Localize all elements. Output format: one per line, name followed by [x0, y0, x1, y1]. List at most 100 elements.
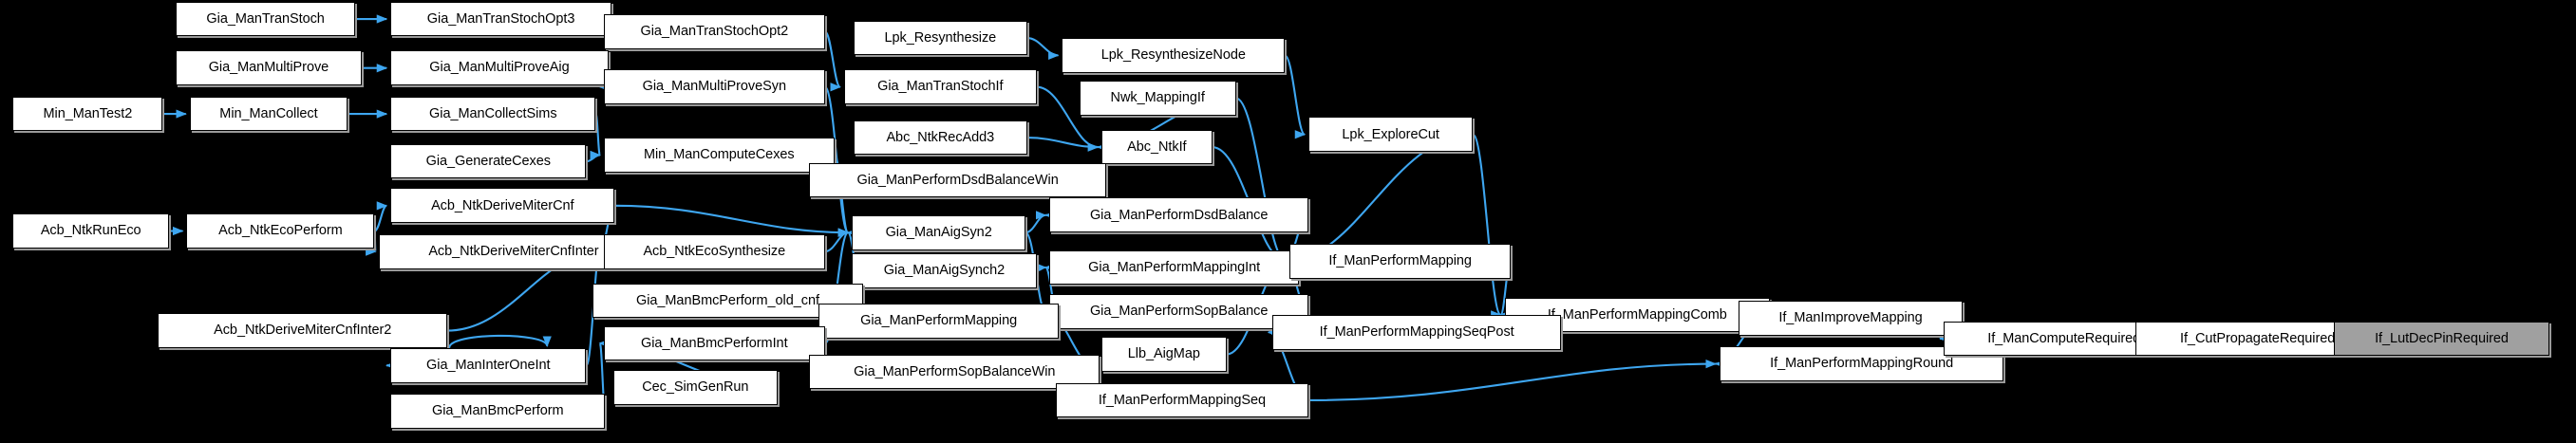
graph-node[interactable]: Gia_ManPerformMapping: [818, 304, 1060, 339]
graph-edge: [824, 228, 850, 253]
graph-node[interactable]: Gia_ManBmcPerformInt: [603, 325, 825, 361]
graph-node-label: Min_ManComputeCexes: [643, 147, 795, 163]
graph-node-label: Gia_ManMultiProveSyn: [642, 79, 786, 95]
graph-edge: [1308, 359, 1718, 402]
graph-node[interactable]: Gia_ManTranStoch: [175, 1, 356, 37]
graph-edge: [586, 150, 601, 163]
graph-node[interactable]: Llb_AigMap: [1101, 337, 1227, 372]
graph-node-label: If_ManComputeRequired: [1987, 330, 2141, 346]
graph-node[interactable]: Gia_GenerateCexes: [390, 143, 587, 179]
graph-node[interactable]: Gia_ManPerformSopBalance: [1049, 294, 1309, 329]
graph-node-label: Abc_NtkIf: [1127, 138, 1187, 155]
graph-node-label: If_LutDecPinRequired: [2375, 330, 2509, 346]
graph-node-label: Gia_ManBmcPerform_old_cnf: [635, 292, 819, 308]
graph-node[interactable]: Acb_NtkRunEco: [12, 213, 170, 249]
graph-node-label: If_ManImproveMapping: [1778, 309, 1923, 325]
graph-edge: [373, 201, 388, 232]
graph-node-label: Lpk_ExploreCut: [1342, 126, 1439, 142]
graph-node-label: Lpk_Resynthesize: [884, 29, 997, 46]
graph-node[interactable]: If_LutDecPinRequired: [2334, 321, 2549, 357]
graph-node-label: Gia_ManPerformMapping: [860, 313, 1018, 329]
graph-node[interactable]: Gia_ManBmcPerform_old_cnf: [592, 283, 863, 319]
graph-edge: [1026, 137, 1100, 152]
graph-node-label: Acb_NtkEcoPerform: [218, 223, 343, 239]
graph-node[interactable]: Acb_NtkDeriveMiterCnf: [390, 188, 615, 224]
graph-node-label: Gia_GenerateCexes: [425, 153, 551, 169]
graph-node[interactable]: Abc_NtkRecAdd3: [853, 120, 1027, 156]
graph-edge: [1035, 263, 1047, 272]
graph-node[interactable]: Gia_ManPerformMappingInt: [1049, 249, 1300, 286]
graph-node[interactable]: Gia_ManAigSynch2: [852, 252, 1037, 288]
graph-node-label: If_CutPropagateRequired: [2179, 330, 2336, 346]
graph-edge: [614, 204, 850, 237]
graph-node[interactable]: Gia_ManInterOneInt: [390, 347, 587, 383]
graph-node-label: If_ManPerformMappingSeq: [1098, 392, 1267, 408]
graph-node-label: Gia_ManPerformSopBalance: [1089, 304, 1269, 320]
graph-node[interactable]: Gia_ManPerformDsdBalanceWin: [809, 162, 1107, 198]
graph-node-label: Gia_ManPerformDsdBalance: [1089, 207, 1269, 223]
graph-node-label: Gia_ManTranStoch: [206, 10, 325, 27]
graph-edge: [1472, 133, 1502, 320]
graph-node[interactable]: Gia_ManTranStochOpt2: [603, 14, 825, 49]
graph-node[interactable]: Lpk_ResynthesizeNode: [1062, 38, 1286, 73]
graph-node[interactable]: Gia_ManBmcPerform: [390, 394, 606, 429]
graph-node[interactable]: Gia_ManTranStochOpt3: [390, 1, 612, 37]
graph-node-label: Gia_ManInterOneInt: [426, 358, 551, 374]
graph-node[interactable]: Acb_NtkDeriveMiterCnfInter2: [158, 313, 448, 348]
graph-node[interactable]: Abc_NtkIf: [1101, 129, 1213, 165]
graph-edge: [365, 230, 377, 256]
graph-node[interactable]: Lpk_Resynthesize: [853, 20, 1027, 56]
graph-node-label: Lpk_ResynthesizeNode: [1100, 47, 1246, 64]
graph-node[interactable]: If_ManImproveMapping: [1738, 300, 1964, 336]
graph-node-label: If_ManPerformMapping: [1328, 252, 1472, 268]
graph-node[interactable]: Min_ManCollect: [189, 96, 348, 132]
graph-node-label: Gia_ManAigSynch2: [883, 262, 1006, 278]
graph-node-label: Acb_NtkDeriveMiterCnfInter2: [214, 323, 392, 339]
graph-node-label: If_ManPerformMappingRound: [1770, 356, 1954, 372]
graph-node[interactable]: Min_ManTest2: [12, 96, 163, 132]
graph-node-label: Acb_NtkDeriveMiterCnfInter: [428, 243, 599, 259]
graph-node-label: Acb_NtkEcoSynthesize: [643, 243, 786, 259]
graph-node-label: Gia_ManPerformDsdBalanceWin: [856, 172, 1059, 188]
graph-node[interactable]: Gia_ManCollectSims: [390, 96, 596, 132]
graph-node[interactable]: Cec_SimGenRun: [612, 370, 778, 405]
graph-edge: [1284, 54, 1307, 139]
graph-node-label: Gia_ManCollectSims: [429, 105, 557, 121]
graph-node-label: Acb_NtkDeriveMiterCnf: [431, 197, 574, 213]
graph-node-label: Gia_ManAigSyn2: [885, 224, 992, 240]
graph-node[interactable]: Gia_ManMultiProveAig: [390, 50, 609, 86]
graph-edge: [590, 113, 601, 159]
graph-node[interactable]: Acb_NtkEcoPerform: [186, 213, 375, 249]
graph-node[interactable]: Gia_ManTranStochIf: [843, 69, 1037, 105]
graph-node[interactable]: Gia_ManAigSyn2: [852, 214, 1026, 250]
graph-node[interactable]: If_ManPerformMapping: [1289, 243, 1512, 279]
graph-node-label: Gia_ManMultiProveAig: [429, 60, 570, 76]
graph-node[interactable]: Acb_NtkDeriveMiterCnfInter: [379, 233, 649, 269]
graph-node-label: Min_ManTest2: [43, 105, 133, 121]
graph-node-label: Gia_ManTranStochOpt3: [426, 10, 575, 27]
graph-node[interactable]: Gia_ManMultiProve: [175, 50, 363, 86]
graph-node-label: Gia_ManMultiProve: [208, 60, 329, 76]
graph-edge: [1026, 36, 1060, 60]
graph-edge: [823, 30, 841, 92]
graph-node-label: Nwk_MappingIf: [1110, 90, 1205, 106]
graph-node[interactable]: Gia_ManPerformSopBalanceWin: [809, 354, 1100, 390]
graph-edge: [1285, 133, 1474, 266]
graph-node-label: Llb_AigMap: [1127, 346, 1200, 362]
graph-node[interactable]: Nwk_MappingIf: [1079, 81, 1236, 116]
graph-node-label: Acb_NtkRunEco: [40, 223, 141, 239]
graph-node[interactable]: Lpk_ExploreCut: [1308, 117, 1474, 153]
graph-edge: [1025, 211, 1047, 234]
graph-node[interactable]: Acb_NtkEcoSynthesize: [603, 233, 825, 269]
graph-node[interactable]: Gia_ManMultiProveSyn: [603, 69, 825, 105]
graph-node-label: Abc_NtkRecAdd3: [886, 129, 995, 145]
graph-node[interactable]: If_ManPerformMappingSeqPost: [1271, 314, 1562, 350]
graph-edge: [447, 334, 552, 349]
graph-node[interactable]: Min_ManComputeCexes: [603, 138, 835, 173]
graph-node[interactable]: If_ManPerformMappingSeq: [1055, 382, 1309, 418]
graph-node-label: If_ManPerformMappingSeqPost: [1319, 323, 1514, 340]
graph-node-label: Gia_ManTranStochIf: [877, 79, 1004, 95]
graph-node[interactable]: Gia_ManPerformDsdBalance: [1049, 197, 1309, 233]
graph-node-label: Gia_ManPerformMappingInt: [1088, 259, 1261, 275]
